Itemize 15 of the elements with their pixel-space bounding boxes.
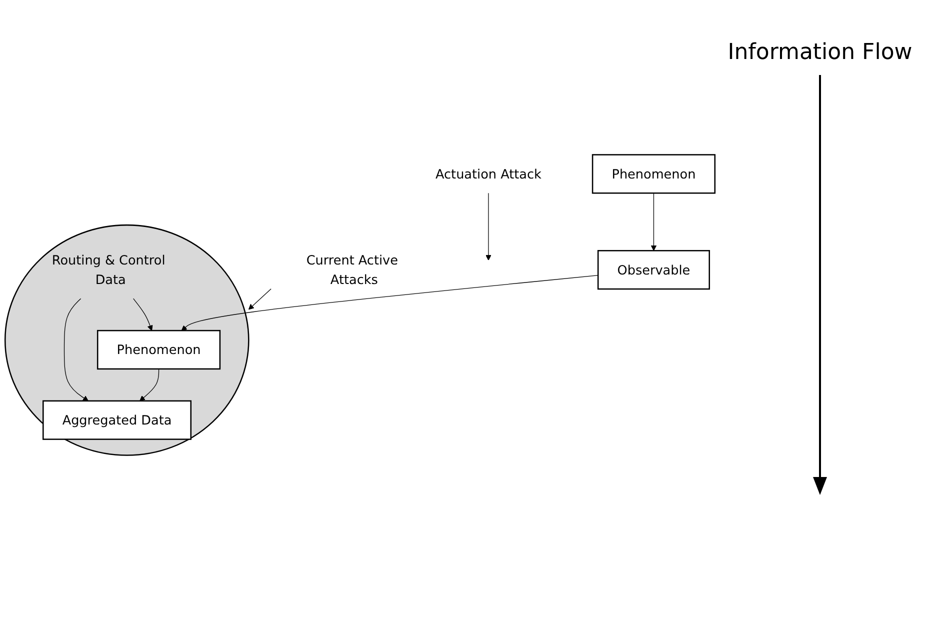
arrow	[140, 368, 160, 402]
arrow	[248, 288, 272, 310]
node-box: Observable	[597, 250, 710, 290]
arrow	[486, 192, 492, 260]
node-box: Phenomenon	[96, 330, 221, 370]
arrow	[650, 192, 657, 251]
node-text: Routing & Control Data	[52, 252, 166, 288]
arrow	[181, 275, 598, 331]
node-box: Aggregated Data	[42, 400, 192, 440]
node-box: Phenomenon	[592, 154, 716, 194]
node-text: Current Active Attacks	[306, 252, 398, 288]
flow-label: Information Flow	[728, 40, 912, 65]
arrow	[133, 298, 153, 331]
node-text: Actuation Attack	[436, 166, 542, 182]
arrow	[64, 298, 88, 402]
